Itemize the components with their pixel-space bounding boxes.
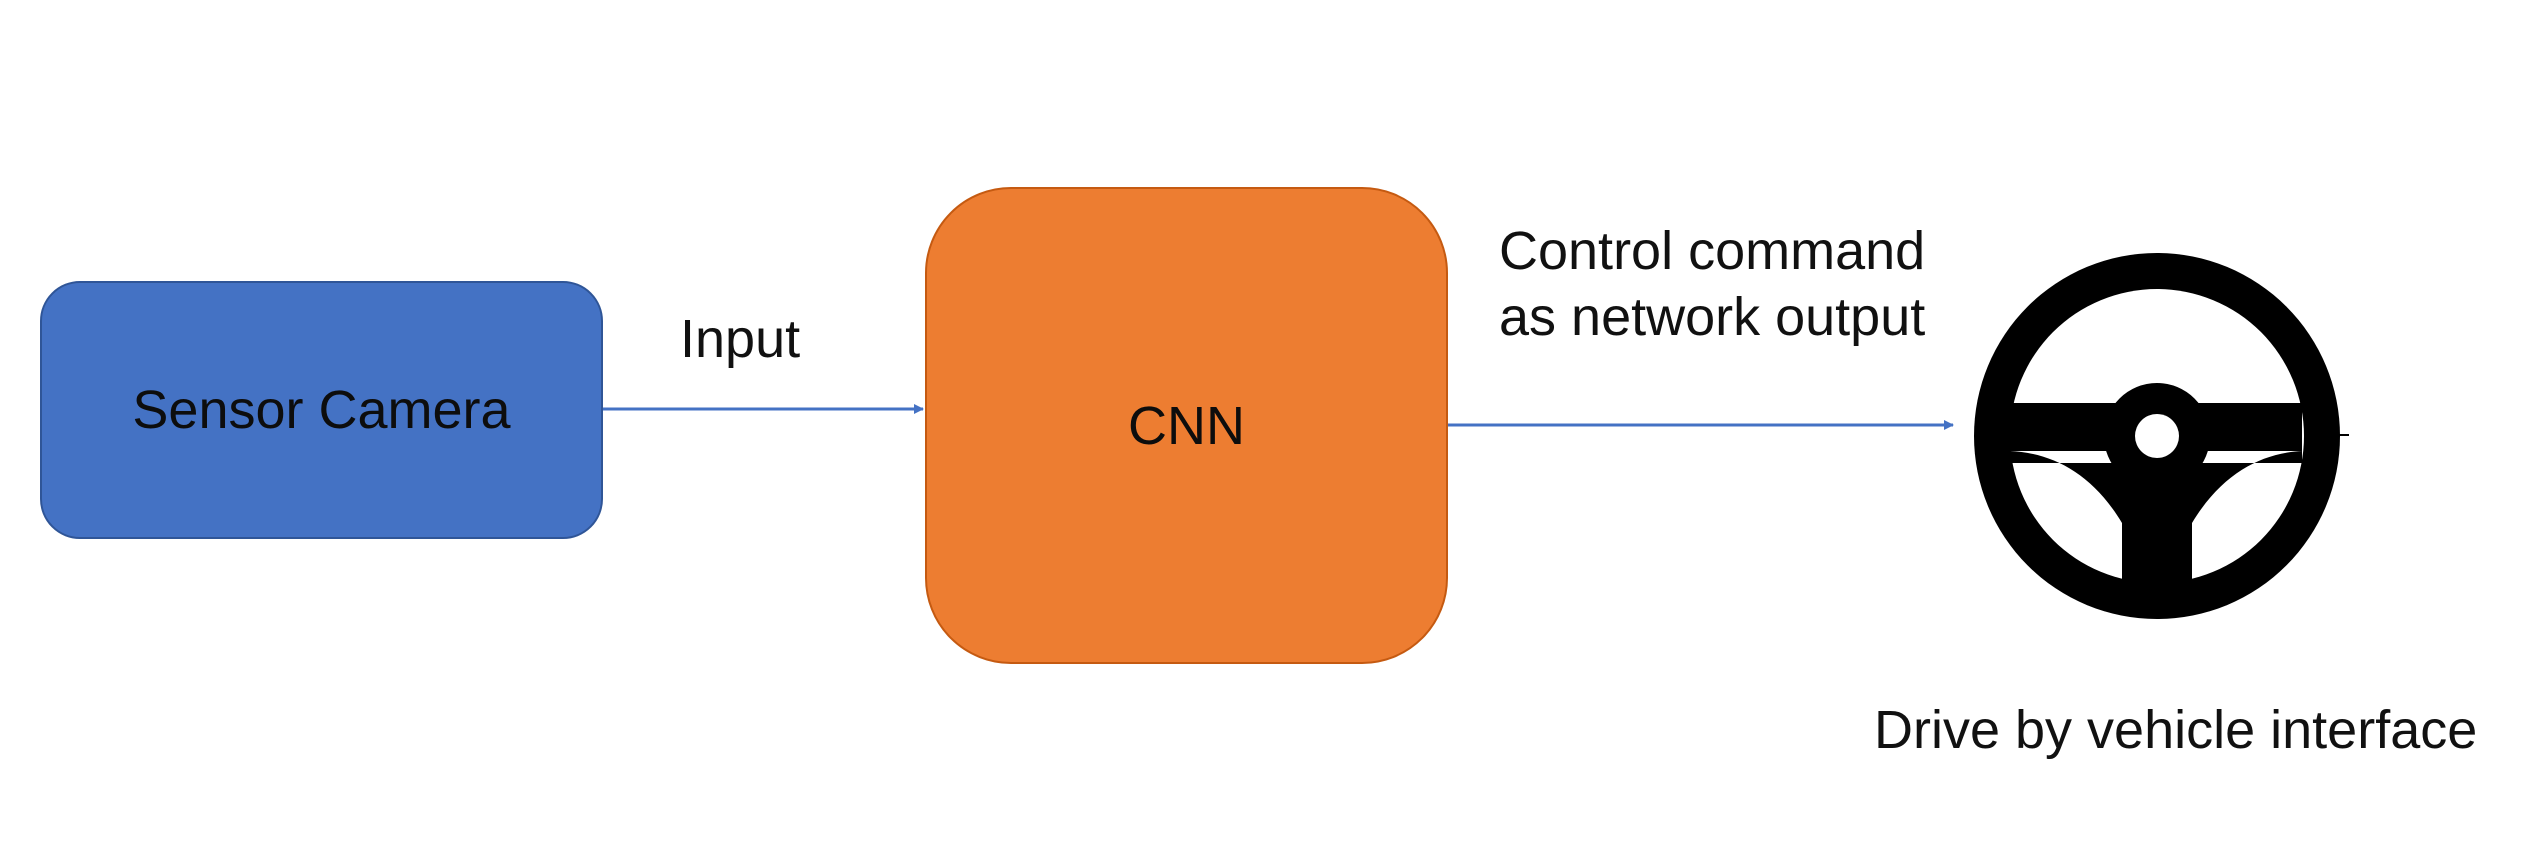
sensor-camera-node: Sensor Camera	[40, 281, 603, 539]
cnn-node: CNN	[925, 187, 1448, 664]
cnn-label: CNN	[1128, 395, 1245, 456]
steering-wheel-icon	[1972, 253, 2352, 623]
sensor-camera-label: Sensor Camera	[132, 380, 511, 440]
input-edge-label: Input	[680, 309, 801, 369]
output-edge-label: Control command as network output	[1499, 221, 1926, 347]
vehicle-interface-label: Drive by vehicle interface	[1874, 700, 2478, 760]
